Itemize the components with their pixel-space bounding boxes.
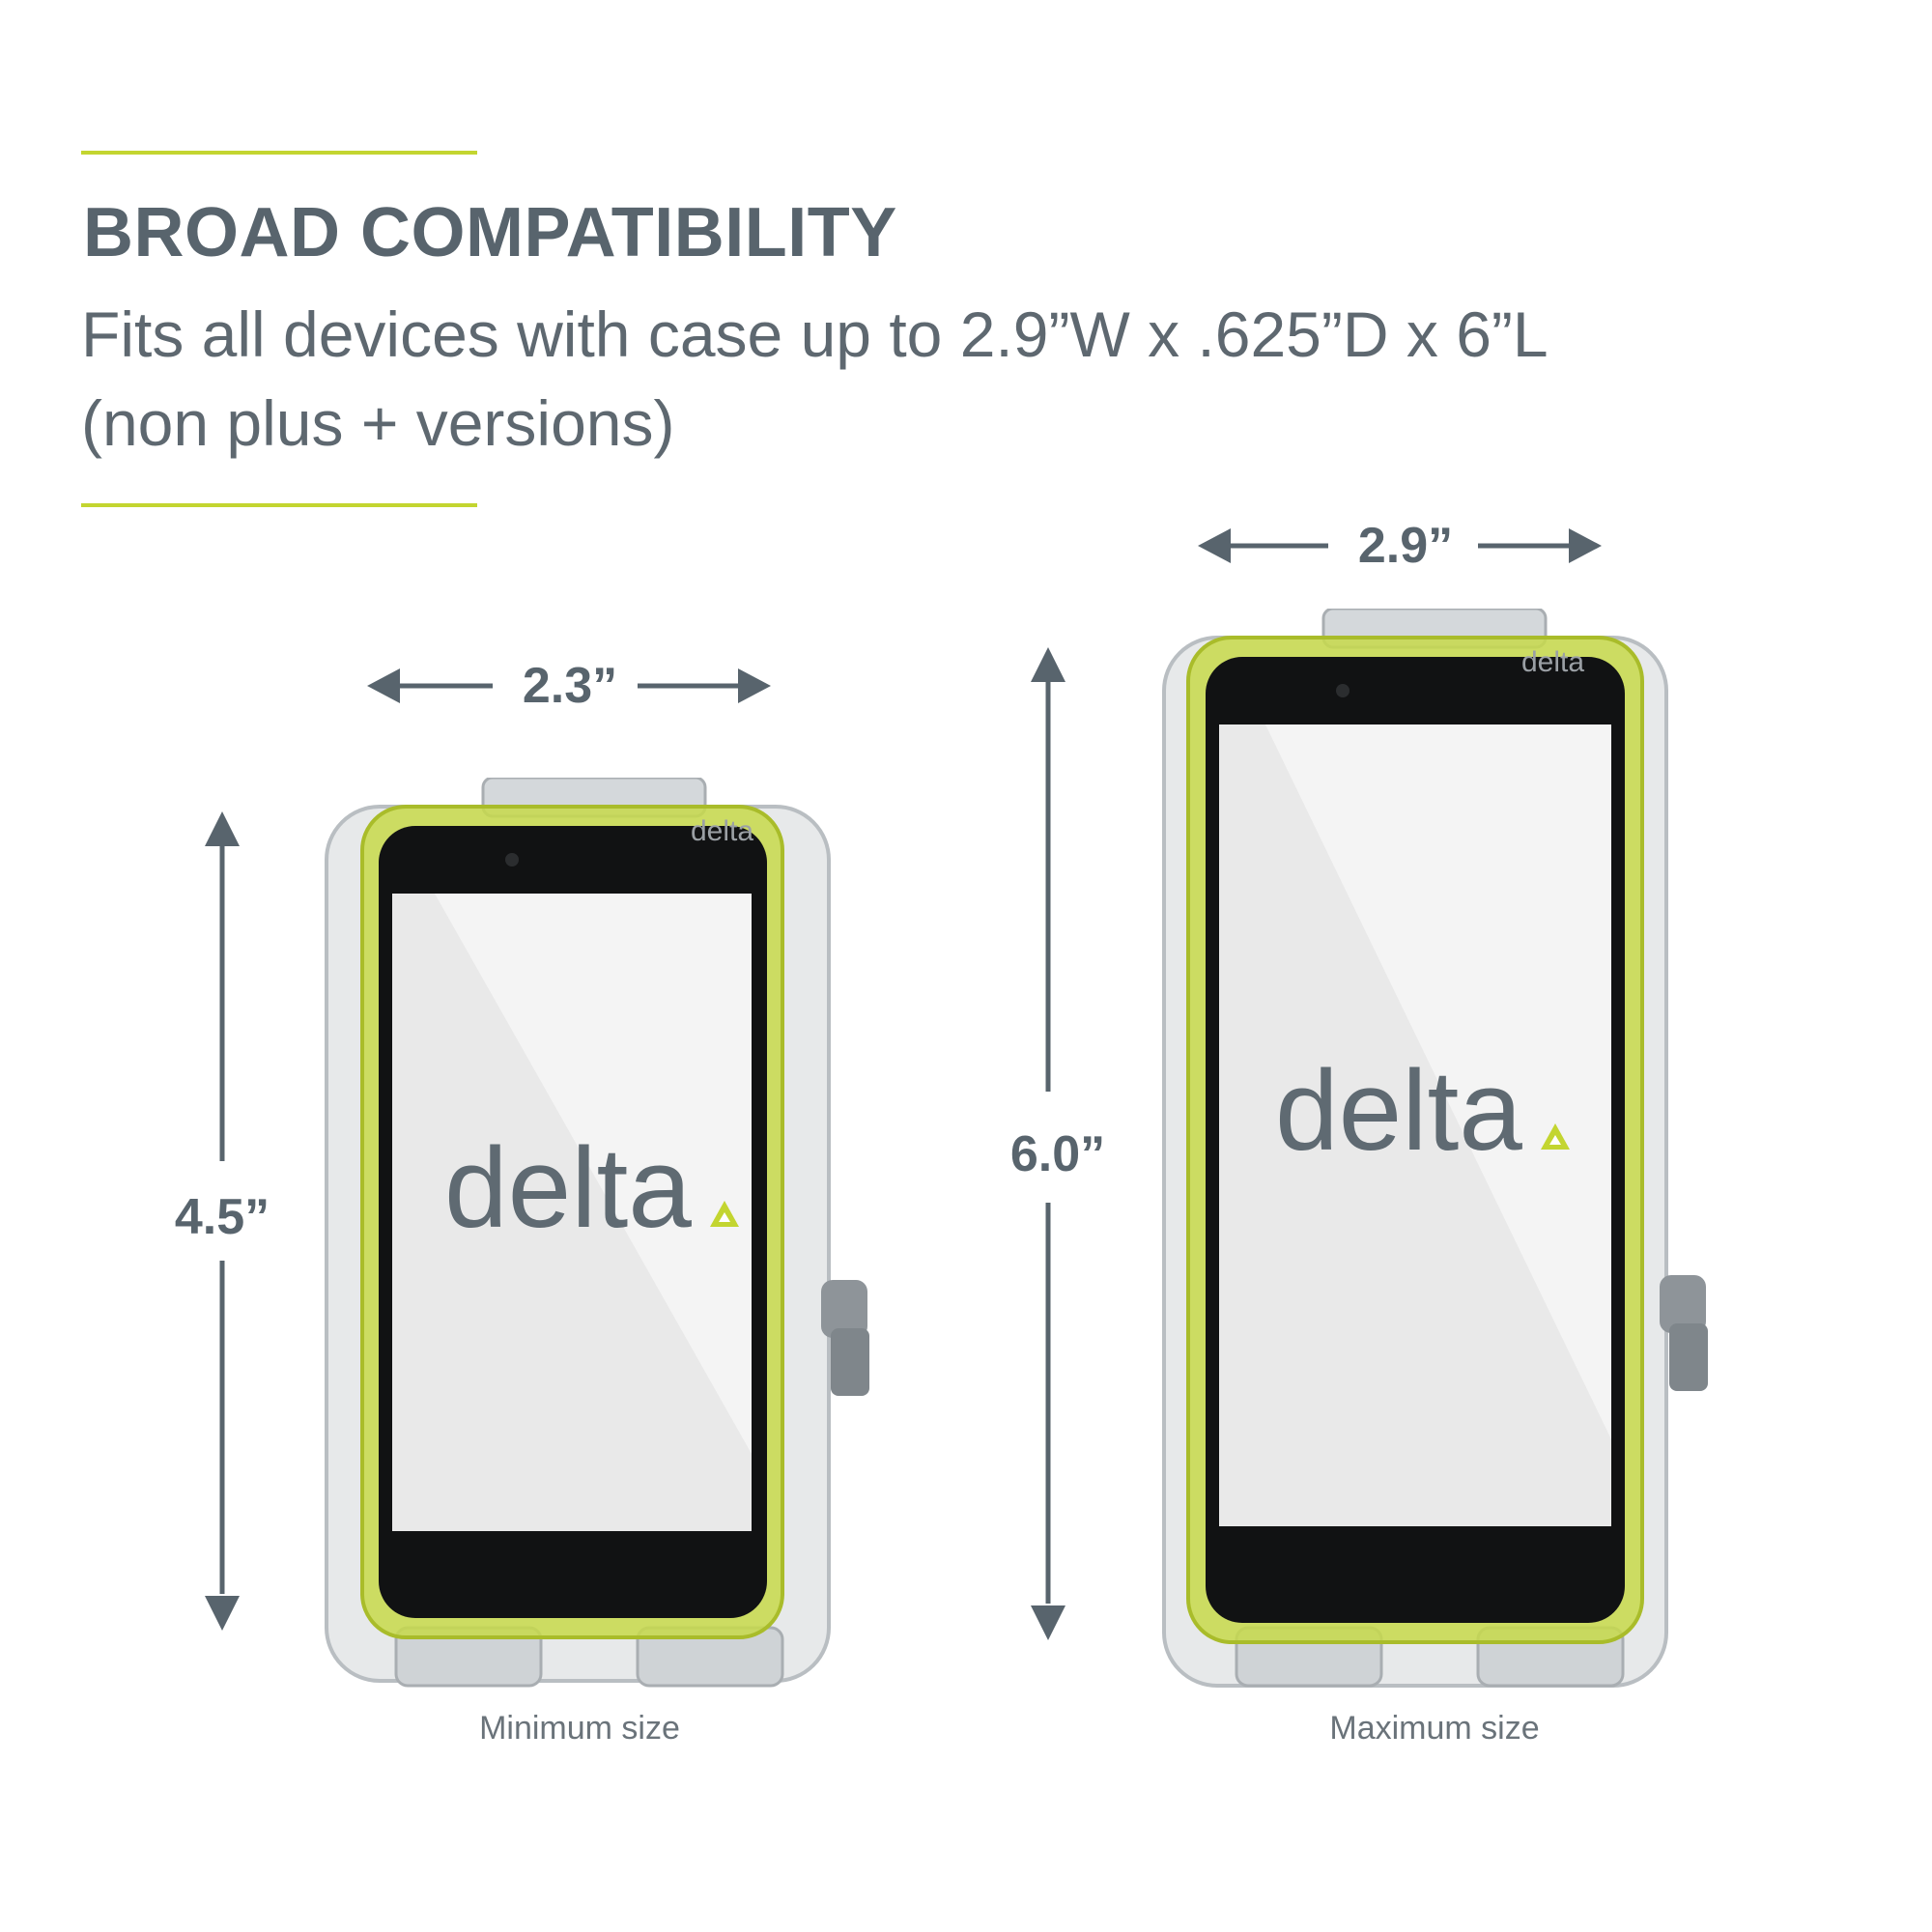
phone-mount-minimum: delta delta [319,778,879,1695]
accent-rule-bottom [81,503,477,507]
page-title: BROAD COMPATIBILITY [83,194,897,271]
width-label-min: 2.3” [522,658,618,714]
height-arrow-icon-max [1031,647,1065,1640]
caption-maximum: Maximum size [1329,1710,1540,1747]
subtitle-line-2: (non plus + versions) [81,387,675,459]
caption-minimum: Minimum size [479,1710,680,1747]
width-arrow-icon-max [1198,528,1602,563]
height-arrow-icon-min [205,811,240,1631]
phone-mount-maximum: delta delta [1159,609,1739,1700]
accent-rule-top [81,151,477,155]
width-label-max: 2.9” [1357,518,1454,574]
delta-logo-text-max: delta [1275,1047,1522,1175]
height-label-min: 4.5” [174,1189,270,1245]
case-engraving-min: delta [691,815,753,847]
case-engraving-max: delta [1521,646,1584,678]
height-label-max: 6.0” [1009,1126,1106,1182]
delta-logo-text-min: delta [444,1124,692,1252]
subtitle-line-1: Fits all devices with case up to 2.9”W x… [81,298,1548,370]
width-arrow-icon-min [367,668,771,703]
